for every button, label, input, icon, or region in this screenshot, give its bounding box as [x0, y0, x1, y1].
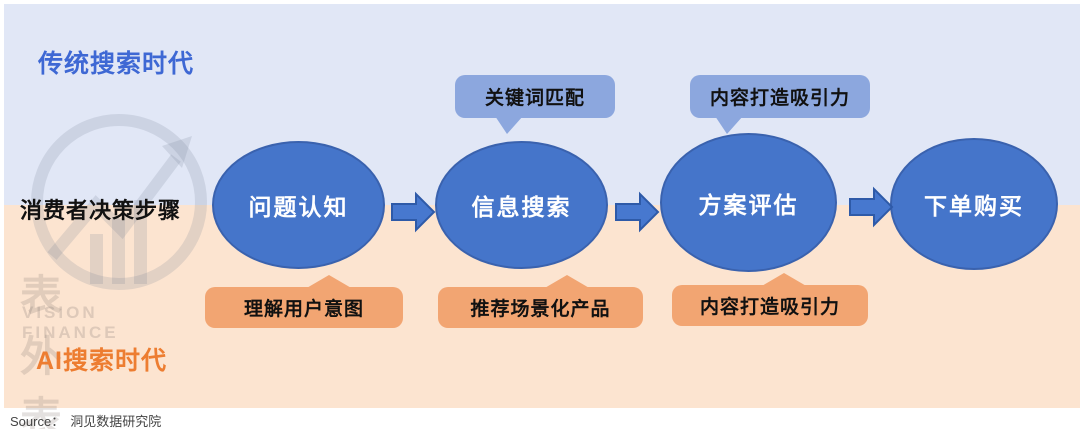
- callout-content-attraction-bottom: 内容打造吸引力: [672, 273, 868, 326]
- step-label: 问题认知: [248, 194, 349, 220]
- callout-tail: [543, 275, 591, 289]
- source-line: Source： 洞见数据研究院: [10, 411, 161, 429]
- callout-tail: [715, 116, 743, 134]
- callout-scenario-products: 推荐场景化产品: [438, 275, 643, 328]
- callout-understand-intent: 理解用户意图: [205, 275, 403, 328]
- step-option-evaluation: 方案评估: [660, 133, 837, 272]
- step-purchase: 下单购买: [890, 138, 1058, 270]
- callout-tail: [495, 116, 523, 134]
- callout-content-attraction-top: 内容打造吸引力: [690, 75, 870, 134]
- callout-label: 推荐场景化产品: [470, 299, 611, 320]
- step-label: 下单购买: [924, 193, 1024, 219]
- callout-keyword-matching: 关键词匹配: [455, 75, 615, 134]
- flow-arrow-icon: [849, 186, 894, 228]
- callout-label: 内容打造吸引力: [709, 88, 850, 109]
- flow-arrow-icon: [615, 191, 660, 233]
- callout-label: 内容打造吸引力: [699, 297, 840, 318]
- flow-arrow-icon: [391, 191, 436, 233]
- ai-era-label: AI搜索时代: [36, 347, 168, 375]
- step-label: 信息搜索: [471, 194, 572, 220]
- callout-label: 理解用户意图: [243, 299, 364, 320]
- source-prefix: Source：: [10, 414, 65, 429]
- callout-tail: [305, 275, 353, 289]
- source-name: 洞见数据研究院: [70, 414, 162, 429]
- step-problem-recognition: 问题认知: [212, 141, 385, 269]
- callout-label: 关键词匹配: [484, 88, 585, 109]
- callout-tail: [760, 273, 808, 287]
- step-information-search: 信息搜索: [435, 141, 608, 269]
- decision-steps-label: 消费者决策步骤: [20, 198, 182, 223]
- traditional-era-label: 传统搜索时代: [38, 50, 195, 78]
- step-label: 方案评估: [698, 191, 799, 218]
